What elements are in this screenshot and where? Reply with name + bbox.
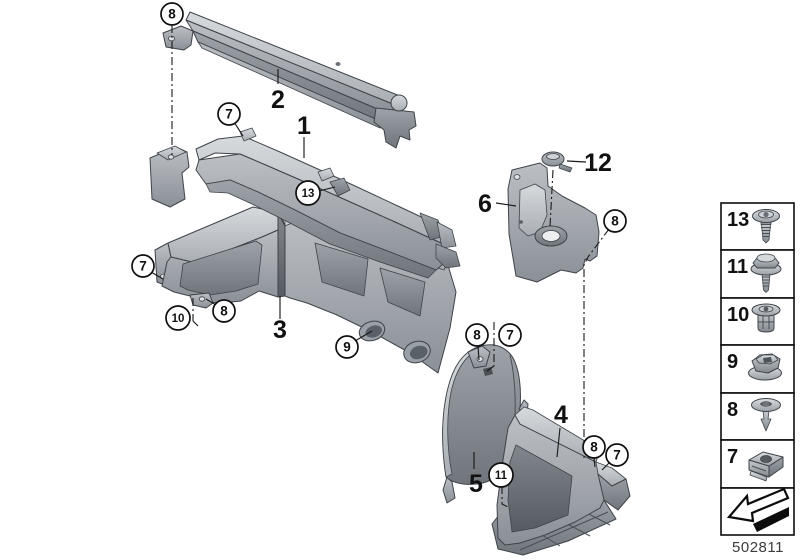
hex-bolt-washer-icon — [750, 253, 782, 293]
callout-7-left[interactable]: 7 — [131, 254, 155, 278]
expanding-rivet-icon — [751, 398, 781, 432]
part-label-6[interactable]: 6 — [478, 190, 492, 218]
svg-text:8: 8 — [727, 399, 738, 421]
callout-7-shield[interactable]: 7 — [498, 323, 522, 347]
leader-lines — [150, 25, 611, 509]
doc-number: 502811 — [732, 539, 784, 556]
part-labels: 1 2 3 4 5 6 12 — [271, 86, 612, 498]
part-12-sealing-cap[interactable] — [541, 151, 573, 173]
legend-item-13[interactable]: 13 — [720, 202, 795, 251]
svg-text:9: 9 — [727, 351, 738, 373]
part-label-5[interactable]: 5 — [469, 470, 483, 498]
legend-item-11[interactable]: 11 — [720, 249, 795, 299]
callout-9-wall[interactable]: 9 — [335, 335, 359, 359]
svg-text:8: 8 — [473, 328, 481, 343]
svg-text:8: 8 — [220, 304, 228, 319]
part-label-2[interactable]: 2 — [271, 86, 285, 114]
part-label-3[interactable]: 3 — [273, 316, 287, 344]
svg-text:11: 11 — [727, 256, 748, 278]
legend-item-10[interactable]: 10 — [720, 297, 795, 346]
legend-item-8[interactable]: 8 — [720, 392, 795, 441]
svg-text:13: 13 — [302, 188, 315, 200]
part-2-trim-rail[interactable] — [162, 11, 417, 149]
svg-text:8: 8 — [590, 440, 598, 455]
part-6-grommet-bracket[interactable] — [507, 162, 600, 283]
legend-item-7[interactable]: 7 — [720, 439, 795, 489]
svg-text:8: 8 — [611, 214, 619, 229]
blind-rivet-nut-icon — [751, 303, 781, 333]
part-label-1[interactable]: 1 — [297, 112, 311, 140]
callout-7-bracket[interactable]: 7 — [605, 443, 629, 467]
callout-8-shield[interactable]: 8 — [465, 323, 489, 347]
callout-13-rail[interactable]: 13 — [295, 180, 321, 206]
flange-nut-icon — [748, 353, 782, 381]
callout-11-bracket[interactable]: 11 — [488, 462, 514, 488]
svg-text:7: 7 — [727, 446, 738, 468]
svg-text:10: 10 — [172, 313, 185, 325]
front-direction-arrow-icon — [726, 487, 790, 532]
svg-text:7: 7 — [225, 107, 233, 122]
callout-8-left[interactable]: 8 — [212, 299, 236, 323]
callout-8-bracket[interactable]: 8 — [582, 435, 606, 459]
torx-pan-screw-icon — [752, 209, 780, 244]
svg-text:13: 13 — [727, 209, 749, 231]
svg-text:10: 10 — [727, 304, 749, 326]
callout-8-top[interactable]: 8 — [160, 2, 184, 26]
callout-8-grommet[interactable]: 8 — [603, 209, 627, 233]
part-label-12[interactable]: 12 — [584, 149, 612, 177]
svg-text:9: 9 — [343, 340, 351, 355]
callouts: 8 7 13 7 10 8 9 8 7 11 8 7 8 — [131, 2, 629, 488]
part-1-support-rail[interactable] — [149, 127, 461, 279]
part-label-4[interactable]: 4 — [554, 401, 568, 429]
svg-text:11: 11 — [495, 470, 508, 482]
svg-text:8: 8 — [168, 7, 176, 22]
legend-item-9[interactable]: 9 — [720, 344, 795, 394]
fastener-legend: 13 11 10 — [720, 202, 795, 556]
svg-text:7: 7 — [506, 328, 514, 343]
callout-7-rail[interactable]: 7 — [217, 102, 241, 126]
legend-footer[interactable] — [720, 487, 795, 536]
callout-10-left[interactable]: 10 — [165, 305, 191, 331]
part-4-ribbed-bracket[interactable] — [491, 399, 631, 556]
svg-text:7: 7 — [613, 448, 621, 463]
svg-text:7: 7 — [139, 259, 147, 274]
cage-nut-icon — [748, 451, 784, 482]
